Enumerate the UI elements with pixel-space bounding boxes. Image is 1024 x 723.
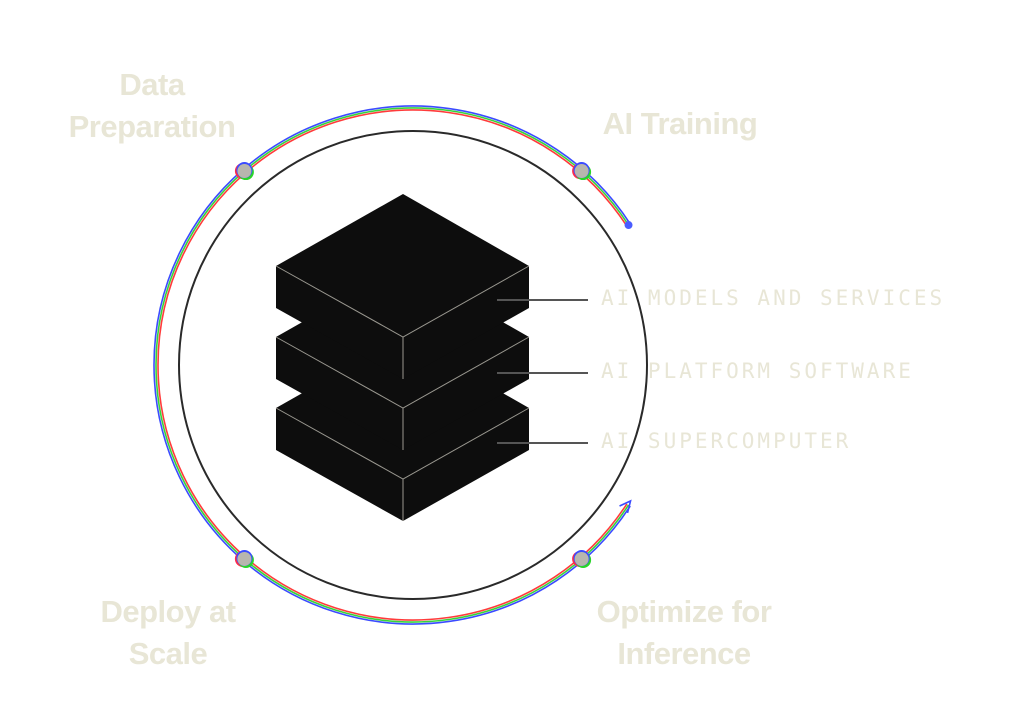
stage-node: [234, 162, 254, 181]
stage-label: Deploy at: [100, 594, 236, 629]
stage-label: Preparation: [68, 109, 236, 144]
stack-blocks: [275, 194, 530, 521]
rainbow-arc-stroke: [155, 107, 630, 623]
stage-label: Scale: [128, 636, 208, 671]
stack-block: [275, 194, 530, 379]
stage-node: [572, 549, 592, 568]
arc-start-dot: [624, 221, 633, 230]
layer-label-models: AI MODELS AND SERVICES: [601, 286, 946, 310]
inner-circle: [178, 130, 648, 600]
rainbow-arc-stroke: [153, 105, 631, 625]
layer-label-platform: AI PLATFORM SOFTWARE: [601, 359, 914, 383]
stage-nodes: [234, 162, 592, 568]
arrow-head-icon: [619, 499, 632, 514]
rainbow-arc-stroke: [157, 109, 628, 621]
stage-label: Optimize for: [596, 594, 772, 629]
stage-node: [572, 162, 592, 181]
layer-label-supercomputer: AI SUPERCOMPUTER: [601, 429, 852, 453]
stage-label: Data: [119, 67, 185, 102]
stage-node: [234, 549, 254, 568]
stage-label: AI Training: [602, 106, 758, 141]
stage-label: Inference: [617, 636, 751, 671]
cycle-arc: [153, 105, 633, 625]
stage-ai-training: AI Training: [560, 103, 800, 145]
stage-deploy-at-scale: Deploy at Scale: [68, 591, 268, 675]
stage-data-preparation: Data Preparation: [52, 64, 252, 148]
label-leaders: [497, 299, 588, 444]
stage-optimize-for-inference: Optimize for Inference: [564, 591, 804, 675]
